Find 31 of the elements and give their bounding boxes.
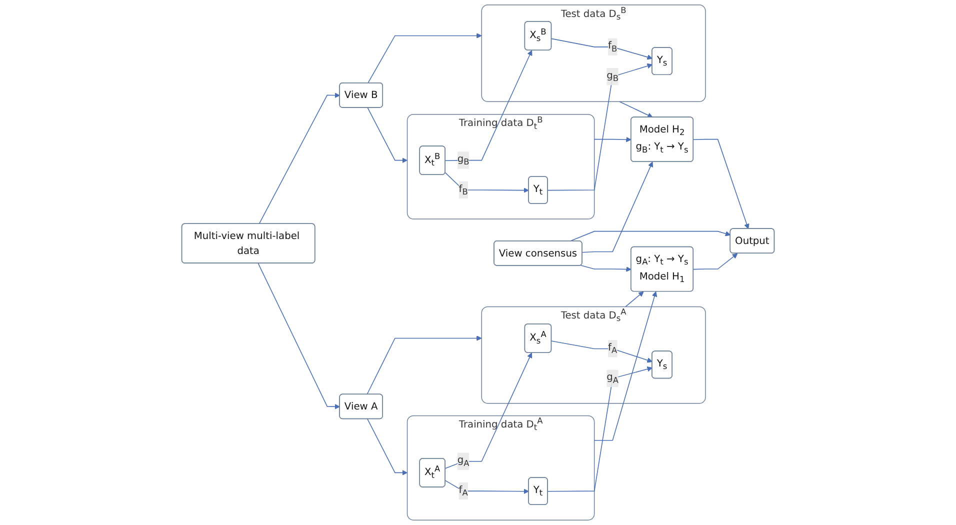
arrow [547, 366, 652, 492]
arrow [366, 418, 408, 476]
arrow [594, 136, 632, 142]
arrow [258, 92, 340, 224]
arrow [444, 480, 529, 494]
edge-label: f$_{A}$ [608, 341, 618, 356]
arrow [444, 352, 532, 469]
arrow [570, 230, 731, 242]
arrow [258, 262, 340, 410]
arrow [594, 291, 658, 441]
edge-label: f$_{A}$ [458, 484, 468, 498]
arrow [582, 162, 654, 253]
arrow [367, 107, 408, 164]
arrow [693, 253, 738, 270]
edge-label: f$_{B}$ [608, 40, 618, 54]
arrow [366, 336, 482, 395]
arrow [551, 38, 652, 60]
arrow [547, 63, 652, 191]
arrow [580, 265, 632, 272]
arrow [625, 291, 644, 308]
edge-label: g$_{A}$ [606, 370, 619, 386]
arrow [444, 172, 529, 193]
edge-label: g$_{A}$ [457, 454, 470, 468]
arrow [551, 340, 652, 363]
edge-label: g$_{B}$ [457, 152, 470, 168]
arrow [693, 138, 750, 230]
arrow [619, 101, 653, 118]
edge-label: g$_{B}$ [606, 69, 619, 84]
edge-label: f$_{B}$ [458, 182, 468, 197]
arrow [445, 50, 532, 162]
arrow [368, 33, 482, 84]
